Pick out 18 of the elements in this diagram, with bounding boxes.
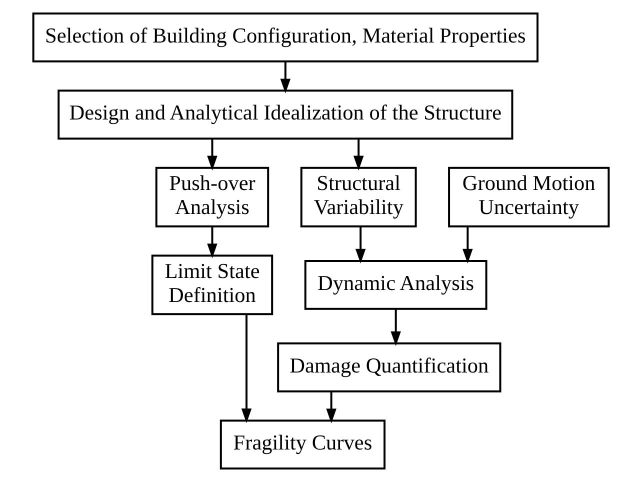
arrow [241, 314, 252, 424]
node-box: Structural Variability [300, 166, 417, 228]
node-box: Limit State Definition [151, 254, 274, 316]
arrow [353, 138, 364, 170]
node-box: Damage Quantification [277, 342, 502, 392]
node-box: Design and Analytical Idealization of the Structure [58, 90, 514, 140]
arrow [326, 391, 336, 424]
arrow [280, 61, 291, 94]
arrow [207, 226, 218, 258]
arrow [390, 309, 401, 346]
node-box: Push-over Analysis [155, 166, 270, 228]
arrow [355, 226, 366, 264]
arrow [207, 138, 218, 170]
node-box: Ground Motion Uncertainty [448, 166, 610, 228]
node-box: Selection of Building Configuration, Material Properties [32, 12, 538, 62]
arrow [462, 226, 473, 264]
node-box: Fragility Curves [220, 420, 386, 470]
node-box: Dynamic Analysis [304, 260, 488, 310]
